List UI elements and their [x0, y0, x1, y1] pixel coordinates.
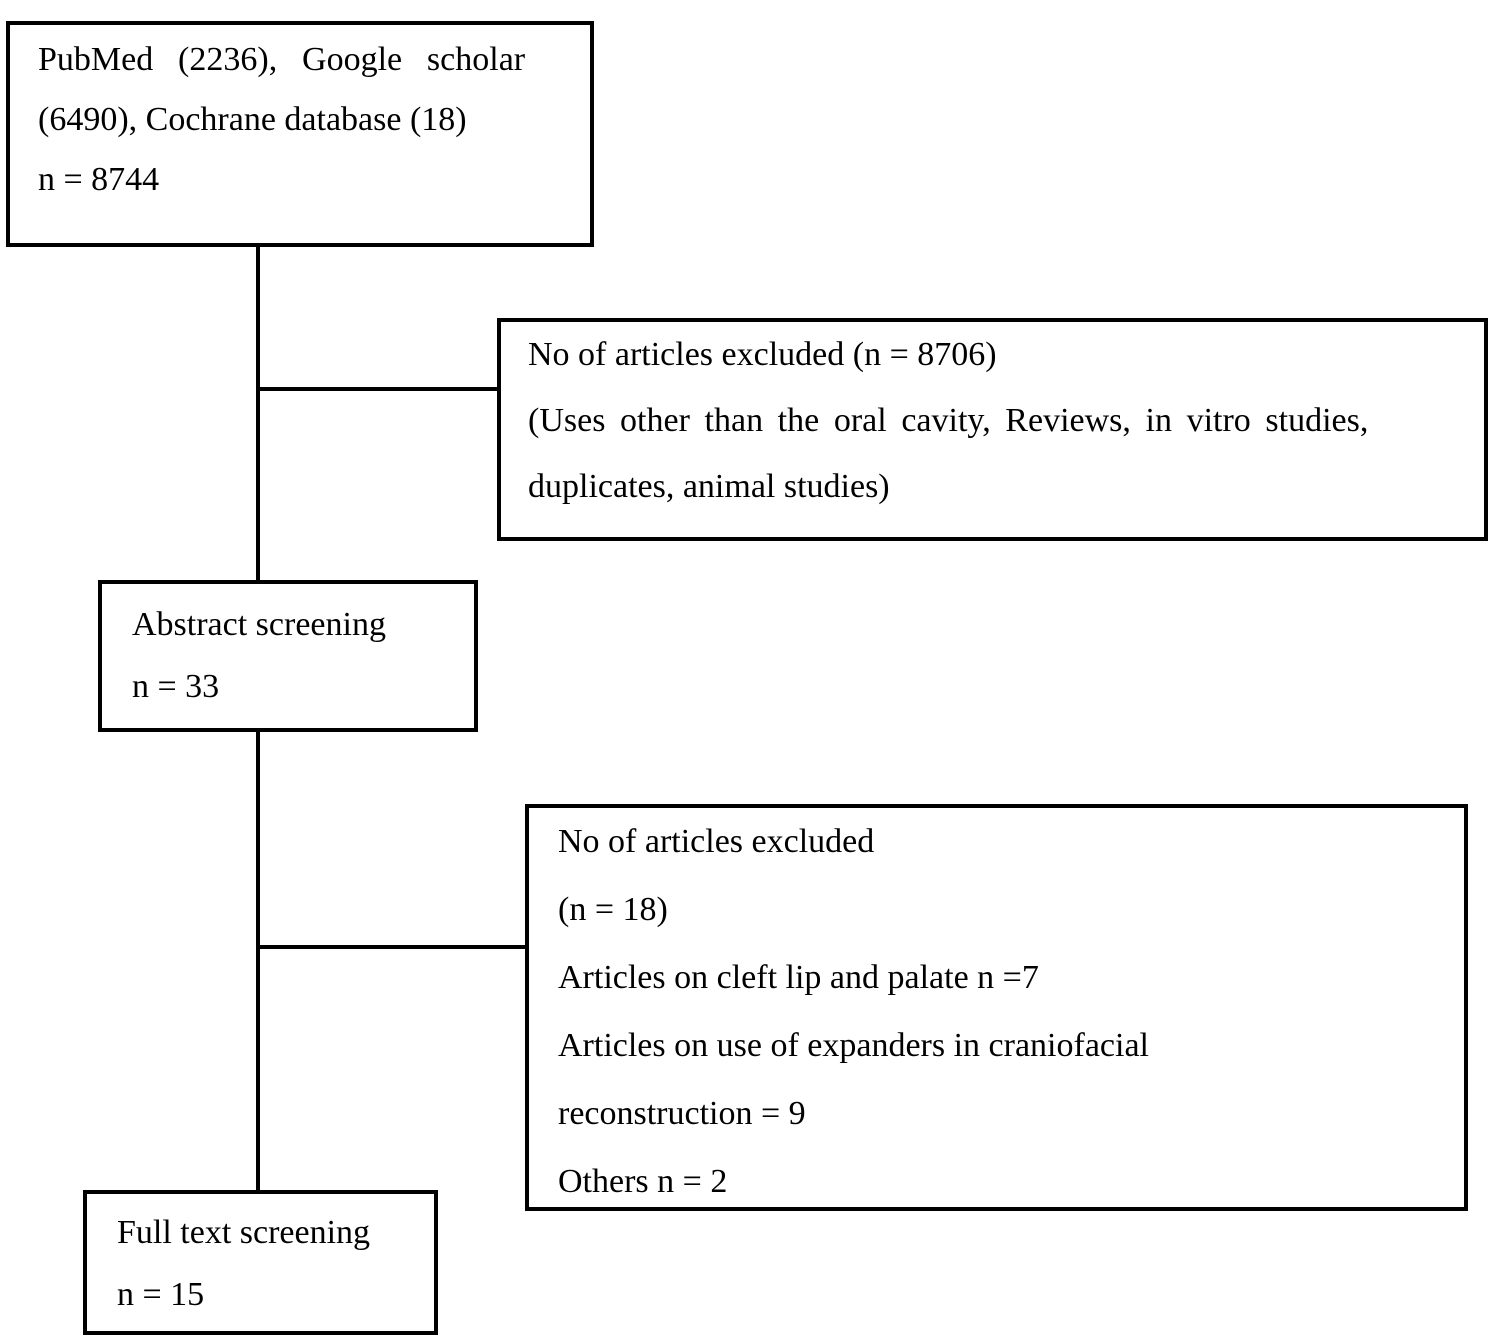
box-text-line: (n = 18) [558, 891, 668, 928]
box-text-line: Abstract screening [132, 606, 386, 643]
box-text-line: (Uses other than the oral cavity, Review… [528, 402, 1369, 439]
box-text-line: n = 15 [117, 1276, 205, 1313]
box-articles-excluded-2: No of articles excluded (n = 18) Article… [525, 804, 1468, 1211]
connector-horizontal-to-excluded-2 [258, 945, 527, 949]
box-text-line: No of articles excluded [558, 823, 875, 860]
box-text-line: PubMed (2236), Google scholar [38, 41, 526, 78]
box-full-text-screening: Full text screening n = 15 [83, 1190, 438, 1335]
connector-horizontal-to-excluded-1 [258, 387, 499, 391]
box-articles-excluded-1: No of articles excluded (n = 8706) (Uses… [497, 318, 1488, 541]
box-text-line: Articles on use of expanders in craniofa… [558, 1027, 1149, 1064]
box-abstract-screening: Abstract screening n = 33 [98, 580, 478, 732]
box-text-line: (6490), Cochrane database (18) [38, 101, 467, 138]
box-text-line: reconstruction = 9 [558, 1095, 806, 1132]
box-text-line: Full text screening [117, 1214, 371, 1251]
connector-vertical-identification-to-abstract [256, 247, 260, 582]
box-search-sources: PubMed (2236), Google scholar (6490), Co… [6, 21, 594, 247]
box-text-line: Others n = 2 [558, 1163, 728, 1200]
box-text-line: Articles on cleft lip and palate n =7 [558, 959, 1039, 996]
box-text-line: duplicates, animal studies) [528, 468, 890, 505]
box-text-line: n = 8744 [38, 161, 160, 198]
box-text-line: No of articles excluded (n = 8706) [528, 336, 997, 373]
box-text-line: n = 33 [132, 668, 220, 705]
connector-vertical-abstract-to-fulltext [256, 730, 260, 1192]
